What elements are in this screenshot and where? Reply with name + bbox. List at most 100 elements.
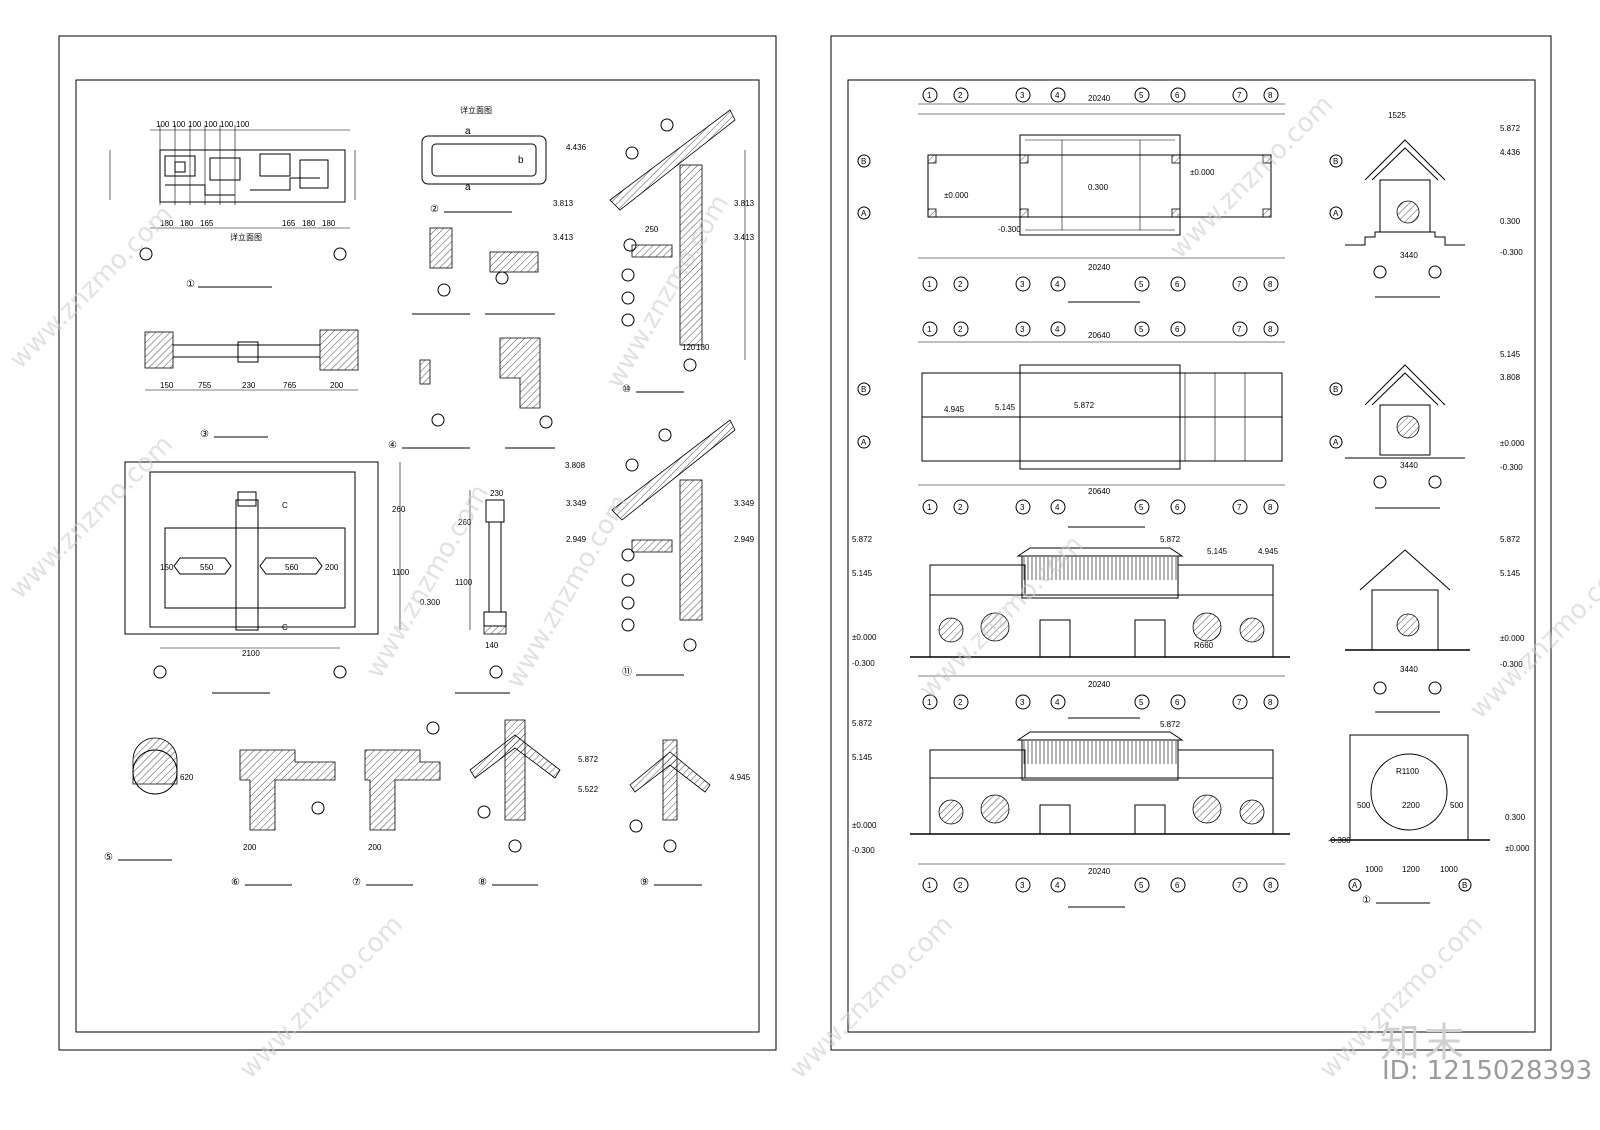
gate-axis-A: A: [1352, 881, 1358, 890]
plan1-axis-A-right: A: [1333, 209, 1339, 218]
side1-dim-top: 1525: [1388, 111, 1406, 120]
d3-dim-2: 755: [198, 381, 212, 390]
elev2-level-4: -0.300: [852, 846, 875, 855]
side-section-2: 3440 5.145 3.808 ±0.000 -0.300: [1345, 350, 1525, 509]
detail-5-pebble: 620 ⑤: [104, 737, 194, 863]
gate-dim-3: 500: [1450, 801, 1464, 810]
plan1-bottom-axis-bubble-1: [922, 276, 938, 292]
plan2-top-axis-label-6: 6: [1175, 325, 1180, 334]
detail-label-9: ⑨: [640, 877, 649, 888]
elev1-bottom-axis-bubble-5: [1134, 694, 1150, 710]
post-dim-1: 230: [490, 489, 504, 498]
plan1-bottom-axis-label-4: 4: [1055, 280, 1060, 289]
gate-dim-4: 1000: [1365, 865, 1383, 874]
detail-6-ridge: 200 ⑥: [231, 749, 336, 888]
side3-total: 3440: [1400, 665, 1418, 674]
plan2-axis-B-right: B: [1333, 385, 1338, 394]
plan1-top-axis-label-6: 6: [1175, 91, 1180, 100]
elev1-bottom-axis-bubble-2: [953, 694, 969, 710]
elev1-bottom-axis-label-4: 4: [1055, 698, 1060, 707]
detail-label-11: ⑪: [622, 666, 632, 678]
d1-bot-3: 165: [200, 219, 214, 228]
d5-dim: 620: [180, 773, 194, 782]
right-sheet-inner-frame: [847, 79, 1536, 1033]
elev2-bottom-axis-bubble-1: [922, 877, 938, 893]
detail-1-lattice: 100 100 100 100 100 100 180 180 165 165 …: [109, 120, 356, 290]
plan1-bottom-axis-bubble-2: [953, 276, 969, 292]
plan2-bottom-axis-bubble-8: [1263, 499, 1279, 515]
detail-label-1: ①: [186, 279, 195, 290]
elev2-bottom-axis-label-7: 7: [1237, 881, 1242, 890]
detail-label-8: ⑧: [478, 877, 487, 888]
plan2-bottom-axis-bubble-6: [1170, 499, 1186, 515]
d3-dim-5: 200: [330, 381, 344, 390]
elev2-bottom-axis-bubble-6: [1170, 877, 1186, 893]
elev1-bottom-axis-bubble-8: [1263, 694, 1279, 710]
plan2-axis-B-left: B: [861, 385, 866, 394]
plan2-bottom-axis-label-5: 5: [1139, 503, 1144, 512]
wall-section-tag-bottom: C: [282, 623, 288, 632]
elev1-bottom-axis-bubble-4: [1050, 694, 1066, 710]
plan2-level-2: 5.145: [995, 403, 1016, 412]
plan2-bottom-axis-label-4: 4: [1055, 503, 1060, 512]
plan2-bottom-axis-bubble-4: [1050, 499, 1066, 515]
side-section-1: 1525 3440 5.872 4.436 0.300 -0.300: [1345, 111, 1523, 298]
left-sheet-inner-frame: [75, 79, 760, 1033]
plan2-top-axis-bubble-5: [1134, 321, 1150, 337]
elev2-level-3: ±0.000: [852, 821, 877, 830]
plan2-bottom-axis-bubble-1: [922, 499, 938, 515]
side3-level-4: -0.300: [1500, 660, 1523, 669]
plan1-bottom-axis-label-7: 7: [1237, 280, 1242, 289]
post-detail: 230 260 1100 140: [455, 489, 510, 694]
plan1-top-axis-bubble-4: [1050, 87, 1066, 103]
d3-dim-1: 150: [160, 381, 174, 390]
detail-7-ridge: 200 ⑦: [352, 721, 441, 888]
plan1-axis-B-right: B: [1333, 157, 1338, 166]
image-id-label: ID: 1215028393: [1382, 1056, 1593, 1086]
plan1-bottom-axis-label-6: 6: [1175, 280, 1180, 289]
plan1-top-axis-bubble-1: [922, 87, 938, 103]
detail-label-7: ⑦: [352, 877, 361, 888]
plan1-bottom-axis-bubble-3: [1015, 276, 1031, 292]
plan1-top-axis-bubble-2: [953, 87, 969, 103]
plan1-top-axis-label-5: 5: [1139, 91, 1144, 100]
d1-dim-2: 100: [172, 120, 186, 129]
wall-elevation: 150 550 560 200 2100 260 1100 0.300 C C: [124, 461, 441, 694]
plan2-bottom-axis-bubble-7: [1232, 499, 1248, 515]
plan1-bottom-axis-bubble-5: [1134, 276, 1150, 292]
side1-level-3: 0.300: [1500, 217, 1521, 226]
plan2-level-1: 4.945: [944, 405, 965, 414]
d10-level-2: 3.813: [553, 199, 574, 208]
plan2-axis-A-right: A: [1333, 438, 1339, 447]
post-dim-5: 1100: [455, 578, 473, 587]
elev2-bottom-axis-bubble-4: [1050, 877, 1066, 893]
plan2-bottom-axis-bubble-3: [1015, 499, 1031, 515]
plan1-bottom-axis-label-1: 1: [927, 280, 932, 289]
side1-level-1: 5.872: [1500, 124, 1521, 133]
watermark-11: www.znzmo.com: [1464, 550, 1600, 725]
wall-height-2: 1100: [392, 568, 410, 577]
plan1-top-axis-bubble-8: [1263, 87, 1279, 103]
elev1-level-4: -0.300: [852, 659, 875, 668]
plan2-top-axis-bubble-2: [953, 321, 969, 337]
plan1-top-axis-label-2: 2: [958, 91, 963, 100]
elev1-bottom-axis-bubble-7: [1232, 694, 1248, 710]
elev1-total: 20240: [1088, 680, 1111, 689]
d10-dim-b: 120: [682, 343, 696, 352]
plan2-top-axis-bubble-6: [1170, 321, 1186, 337]
plan1-axis-B-left: B: [861, 157, 866, 166]
detail-label-6: ⑥: [231, 877, 240, 888]
front-elevation-1: 5.872 5.145 ±0.000 -0.300 5.872 5.145 4.…: [852, 535, 1290, 719]
plan2-top-axis-bubble-1: [922, 321, 938, 337]
left-sheet-outer-frame: [58, 35, 777, 1051]
plan1-top-axis-bubble-3: [1015, 87, 1031, 103]
plan1-top-axis-bubble-7: [1232, 87, 1248, 103]
d1-bot-4: 165: [282, 219, 296, 228]
detail-9-roof-ridge: 4.945 ⑨: [629, 739, 751, 888]
plan1-bottom-axis-bubble-8: [1263, 276, 1279, 292]
elev2-bottom-axis-bubble-7: [1232, 877, 1248, 893]
plan2-axis-A-left: A: [861, 438, 867, 447]
wall-height-1: 260: [392, 505, 406, 514]
